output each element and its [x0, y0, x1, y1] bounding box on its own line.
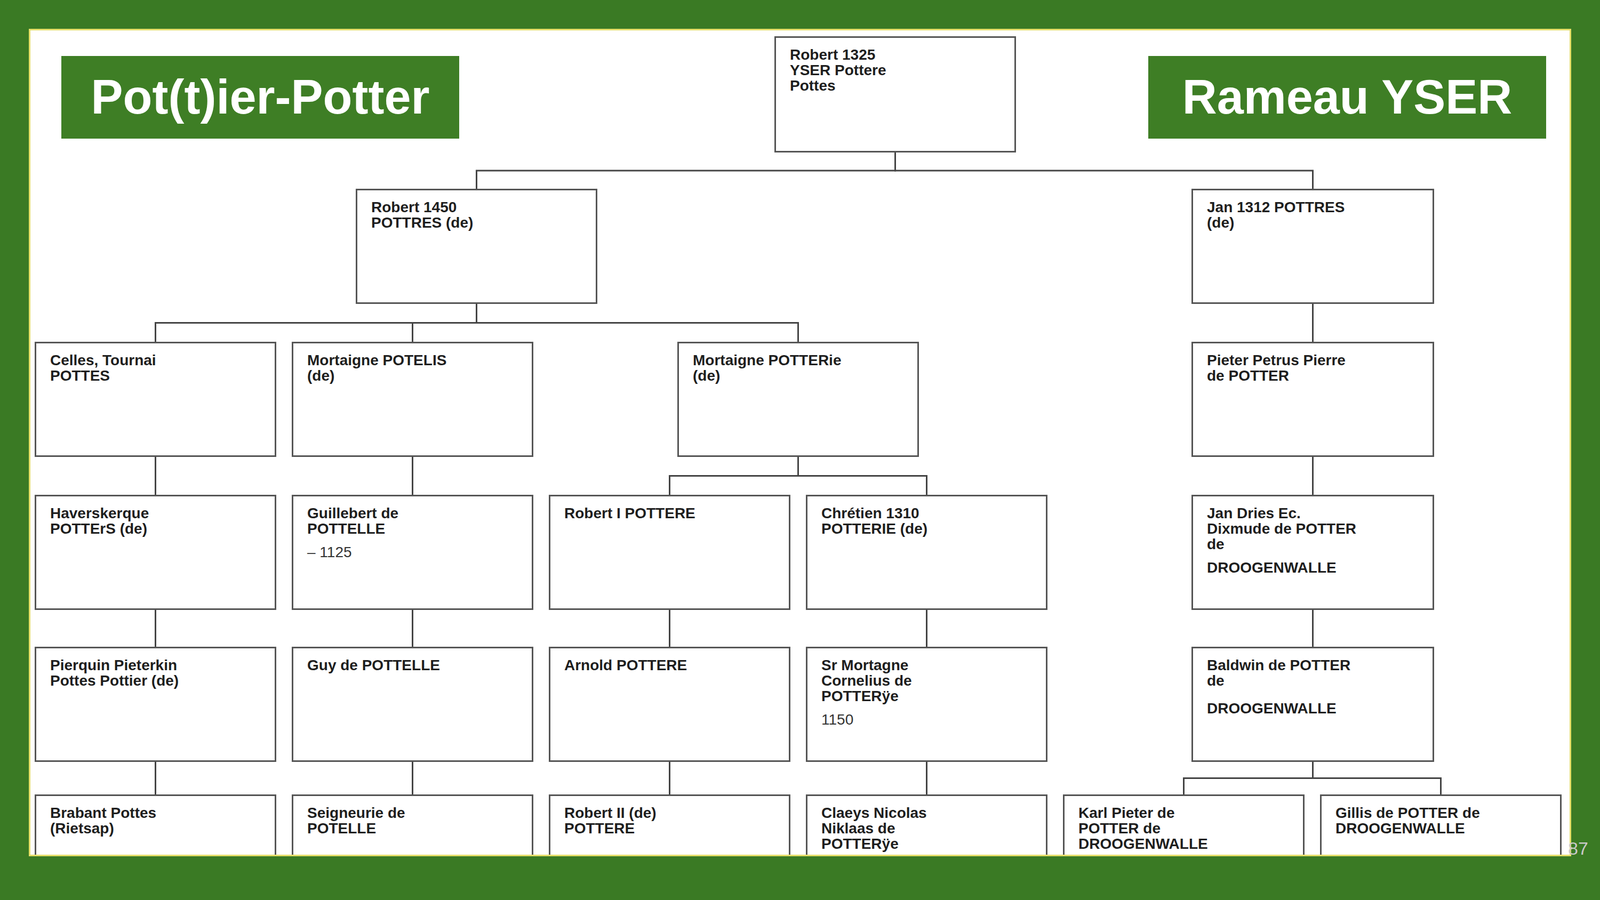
name-text: Seigneurie de POTELLE: [307, 805, 461, 837]
page-number: 87: [1568, 838, 1589, 860]
family-box: Pierquin Pieterkin Pottes Pottier (de): [34, 646, 277, 763]
family-box: Mortaigne POTTERie (de): [677, 341, 919, 458]
tree-connector: [411, 457, 414, 495]
tree-connector: [412, 304, 477, 342]
tree-connector: [668, 762, 671, 795]
tree-connector: [154, 762, 157, 795]
branch-label: Rameau YSER: [1182, 70, 1513, 124]
tree-connector: [1184, 762, 1314, 795]
family-box: Robert I POTTERE: [548, 494, 791, 611]
family-box: Haverskerque POTTErS (de): [34, 494, 277, 611]
name-text: Arnold POTTERE: [564, 657, 718, 674]
family-box: Robert II (de) POTTERE: [548, 794, 791, 855]
family-box: Robert 1450 POTTRES (de): [355, 188, 598, 304]
branch-banner: Rameau YSER: [1148, 56, 1547, 139]
name-text: Haverskerque POTTErS (de): [50, 505, 204, 537]
family-box: Claeys Nicolas Niklaas de POTTERÿe: [805, 794, 1048, 855]
family-box: Brabant Pottes (Rietsap): [34, 794, 277, 855]
family-box: Jan Dries Ec. Dixmude de POTTER de DROOGE…: [1191, 494, 1435, 611]
family-box: Celles, Tournai POTTES: [34, 341, 277, 458]
title: Pot(t)ier-Potter: [91, 70, 430, 124]
date-text: – 1125: [307, 544, 522, 560]
name-text: Baldwin de POTTER de: [1206, 657, 1360, 689]
lordship-text: DROOGENWALLE: [1206, 560, 1422, 576]
name-text: Claeys Nicolas Niklaas de POTTERÿe: [821, 805, 975, 852]
tree-connector: [798, 457, 927, 495]
family-box: Pieter Petrus Pierre de POTTER: [1191, 341, 1435, 458]
family-box: Baldwin de POTTER de DROOGENWALLE: [1191, 646, 1435, 763]
tree-connector: [1313, 762, 1442, 795]
family-box: Seigneurie de POTELLE: [291, 794, 534, 855]
name-text: Pierquin Pieterkin Pottes Pottier (de): [50, 657, 204, 689]
tree-connector: [925, 762, 928, 795]
name-text: Guillebert de POTTELLE: [307, 505, 461, 537]
tree-connector: [1312, 610, 1314, 647]
tree-connector: [411, 762, 414, 795]
name-text: Jan Dries Ec. Dixmude de POTTER de: [1206, 505, 1360, 552]
name-text: Chrétien 1310 POTTERIE (de): [821, 505, 975, 537]
name-text: Karl Pieter de POTTER de: [1078, 805, 1232, 837]
name-text: Robert 1325 YSER Pottere Pottes: [789, 46, 913, 94]
name-text: Guy de POTTELLE: [307, 657, 461, 674]
name-text: Jan 1312 POTTRES (de): [1206, 199, 1360, 231]
family-box: Robert 1325 YSER Pottere Pottes: [774, 36, 1016, 153]
tree-connector: [925, 610, 928, 647]
lordship-text: DROOGENWALLE: [1206, 700, 1422, 717]
tree-connector: [155, 304, 477, 342]
lordship-text: DROOGENWALLE: [1335, 820, 1550, 837]
family-box: Chrétien 1310 POTTERIE (de): [805, 494, 1048, 611]
tree-connector: [1312, 457, 1314, 495]
family-box: Mortaigne POTELIS (de): [291, 341, 534, 458]
white-panel: ▼▼▼ ▼▼: [30, 30, 1570, 855]
family-box: Gillis de POTTER deDROOGENWALLE: [1320, 794, 1562, 855]
name-text: Brabant Pottes (Rietsap): [50, 805, 204, 837]
tree-connector: [154, 457, 157, 495]
family-box: Arnold POTTERE: [548, 646, 791, 763]
name-text: Sr Mortagne Cornelius de POTTERÿe: [821, 657, 975, 704]
family-box: Guy de POTTELLE: [291, 646, 534, 763]
name-text: Gillis de POTTER de: [1335, 805, 1489, 821]
tree-connector: [476, 152, 896, 189]
family-box: Sr Mortagne Cornelius de POTTERÿe 1150: [805, 646, 1048, 763]
lordship-text: DROOGENWALLE: [1078, 836, 1293, 852]
name-text: Celles, Tournai POTTES: [50, 352, 204, 384]
family-box: Jan 1312 POTTRES (de): [1191, 188, 1435, 304]
name-text: Robert I POTTERE: [564, 505, 718, 522]
name-text: Robert II (de) POTTERE: [564, 805, 718, 837]
tree-connector: [895, 152, 1314, 189]
tree-connector: [1312, 304, 1314, 342]
name-text: Mortaigne POTTERie (de): [692, 352, 846, 384]
tree-connector: [669, 457, 799, 495]
title-banner: Pot(t)ier-Potter: [61, 56, 460, 139]
date-text: 1150: [821, 712, 1036, 728]
family-box: Karl Pieter de POTTER deDROOGENWALLE: [1062, 794, 1305, 855]
name-text: Pieter Petrus Pierre de POTTER: [1206, 352, 1360, 384]
tree-connector: [668, 610, 671, 647]
name-text: Mortaigne POTELIS (de): [307, 352, 461, 384]
family-box: Guillebert de POTTELLE – 1125: [291, 494, 534, 611]
tree-connector: [476, 304, 799, 342]
tree-connector: [411, 610, 414, 647]
tree-connector: [154, 610, 157, 647]
name-text: Robert 1450 POTTRES (de): [371, 199, 525, 231]
